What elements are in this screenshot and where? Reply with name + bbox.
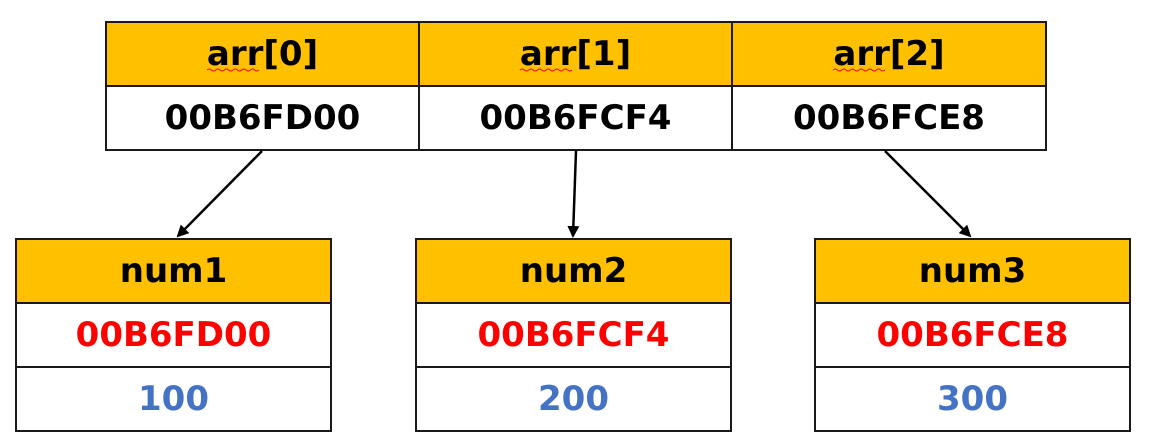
arrow-arr1-to-num2: [567, 150, 580, 238]
var-value-num2: 200: [415, 366, 732, 432]
var-address-num2: 00B6FCF4: [415, 302, 732, 368]
arr-header-0: arr[0]: [105, 21, 420, 87]
arr-header-2: arr[2]: [731, 21, 1047, 87]
var-name-num1-text: num1: [119, 251, 228, 291]
arr-address-1-text: 00B6FCF4: [479, 98, 672, 138]
var-name-num3-text: num3: [918, 251, 1027, 291]
var-value-num3: 300: [814, 366, 1131, 432]
var-value-num1: 100: [15, 366, 332, 432]
arr-address-2-text: 00B6FCE8: [793, 98, 985, 138]
arrow-arr0-to-num1: [176, 150, 263, 238]
arr-header-0-label: arr[0]: [206, 34, 319, 74]
var-name-num2: num2: [415, 238, 732, 304]
arr-header-1: arr[1]: [418, 21, 733, 87]
arr-header-1-label: arr[1]: [519, 34, 632, 74]
arr-header-2-label: arr[2]: [833, 34, 945, 74]
var-address-num3-text: 00B6FCE8: [876, 315, 1069, 355]
var-name-num2-text: num2: [519, 251, 628, 291]
var-value-num2-text: 200: [538, 379, 609, 419]
spellcheck-underline: [206, 68, 259, 72]
var-address-num2-text: 00B6FCF4: [477, 315, 670, 355]
arr-address-1: 00B6FCF4: [418, 85, 733, 151]
arrow-arr2-to-num3: [884, 150, 972, 238]
var-address-num1-text: 00B6FD00: [75, 315, 272, 355]
spellcheck-underline: [519, 68, 572, 72]
var-value-num1-text: 100: [138, 379, 209, 419]
var-address-num1: 00B6FD00: [15, 302, 332, 368]
var-address-num3: 00B6FCE8: [814, 302, 1131, 368]
arr-address-0: 00B6FD00: [105, 85, 420, 151]
spellcheck-underline: [833, 68, 886, 72]
arr-address-2: 00B6FCE8: [731, 85, 1047, 151]
arr-address-0-text: 00B6FD00: [164, 98, 361, 138]
var-value-num3-text: 300: [937, 379, 1008, 419]
var-name-num1: num1: [15, 238, 332, 304]
